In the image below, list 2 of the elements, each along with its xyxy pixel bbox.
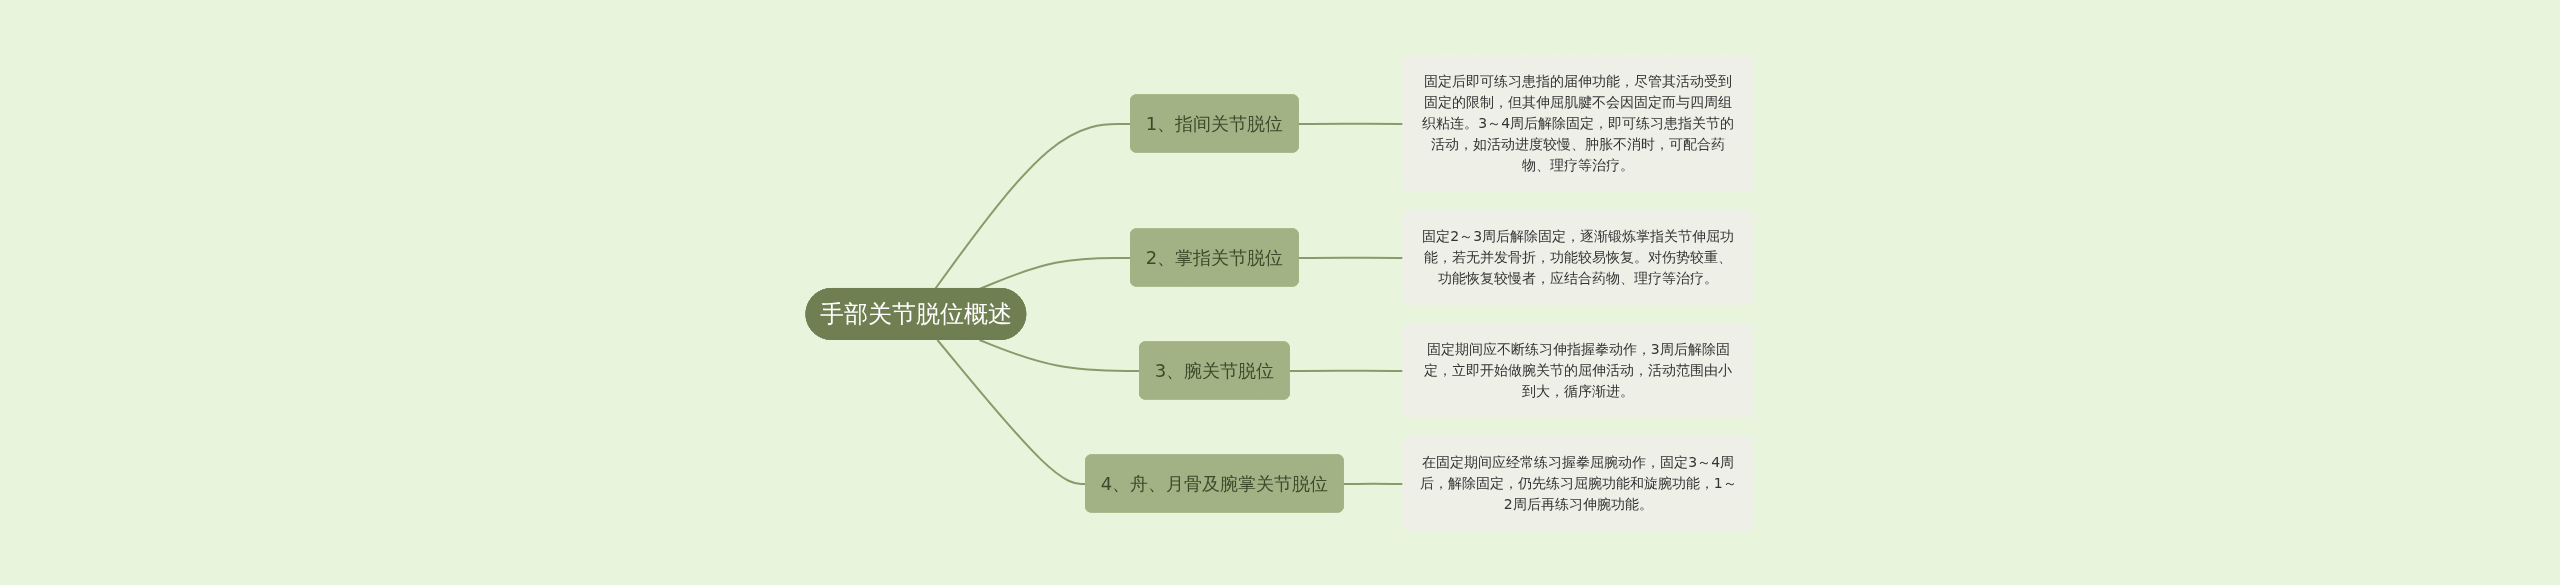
connector [936, 338, 1088, 485]
connector [978, 338, 1142, 372]
